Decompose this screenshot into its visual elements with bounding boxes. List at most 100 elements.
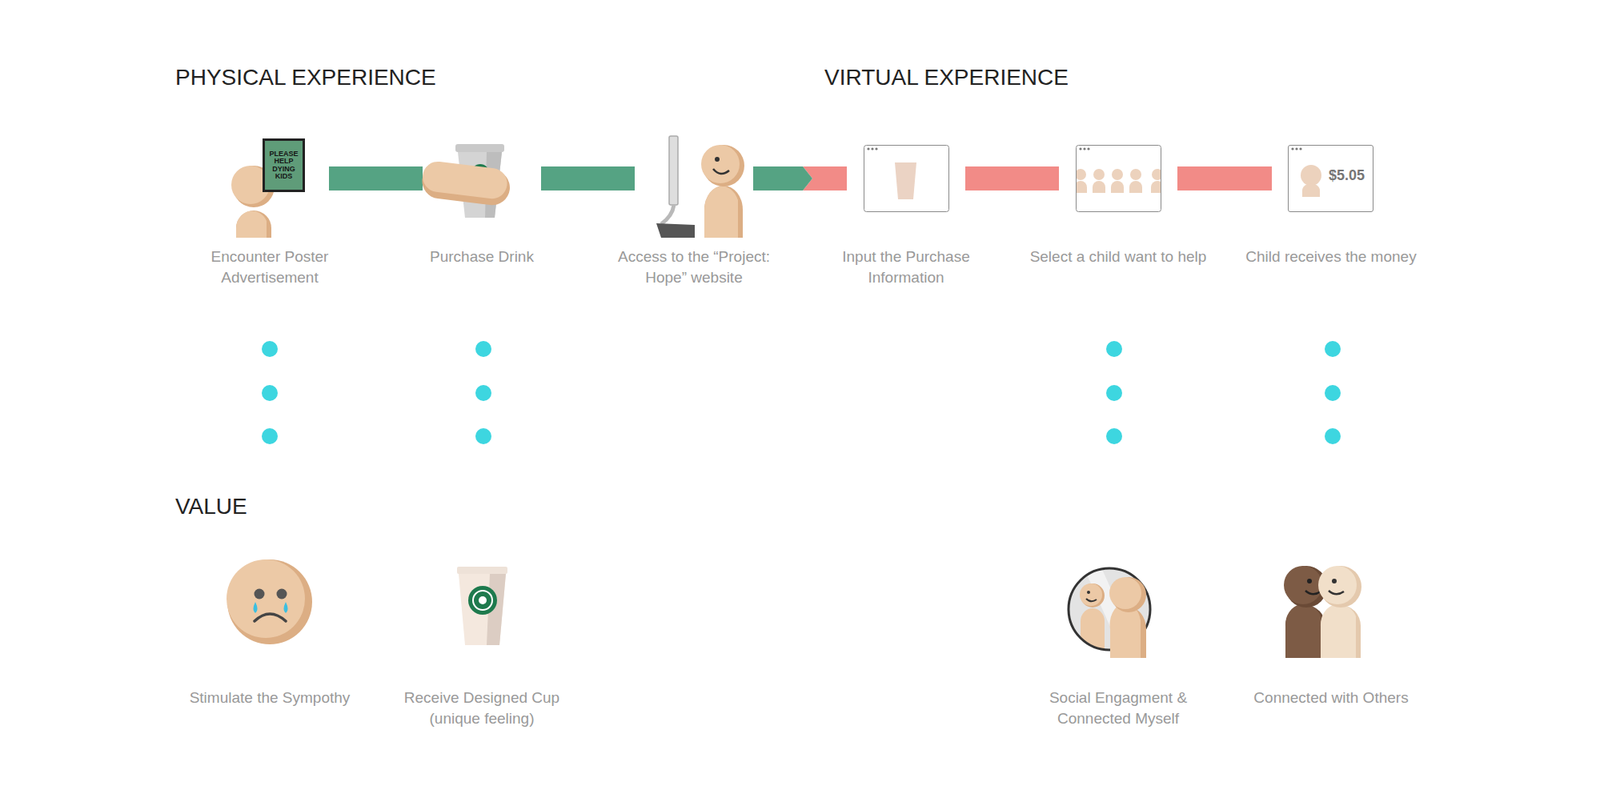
mirror-icon — [1080, 608, 1105, 650]
section-heading: VIRTUAL EXPERIENCE — [824, 62, 1069, 93]
browser-window — [1074, 145, 1164, 213]
journey-bands — [541, 166, 635, 191]
mirror-icon — [1079, 583, 1103, 606]
step-label: Encounter Poster Advertisement — [193, 246, 346, 288]
mirror-icon — [1109, 577, 1142, 610]
computer-icon — [656, 223, 695, 238]
section-heading: VALUE — [175, 491, 248, 522]
browser-window-content — [1302, 183, 1320, 197]
browser-window — [874, 147, 878, 150]
browser-window — [1076, 180, 1087, 193]
computer-icon — [656, 136, 695, 238]
browser-window — [864, 145, 950, 213]
person-figure — [713, 168, 730, 174]
browser-window — [894, 162, 917, 200]
journey-bands — [965, 166, 1059, 191]
two-people — [1318, 565, 1357, 605]
cup-icon — [455, 144, 505, 153]
browser-window: $5.05 — [1287, 144, 1374, 213]
browser-window-content — [1291, 147, 1322, 197]
sad-face — [284, 601, 289, 614]
designed-cup — [468, 585, 498, 615]
person-figure — [714, 156, 720, 162]
designed-cup — [457, 566, 508, 574]
browser-window — [1151, 168, 1161, 181]
node-text: $5.05 — [1328, 167, 1365, 185]
browser-window — [866, 147, 870, 150]
browser-window — [1111, 168, 1123, 181]
designed-cup — [473, 590, 493, 610]
dot-column — [475, 428, 492, 445]
journey-bands — [753, 166, 813, 191]
dot-column — [261, 340, 1341, 445]
browser-window — [1076, 145, 1162, 213]
browser-window — [1078, 147, 1082, 150]
browser-window — [1130, 168, 1142, 181]
dot-column — [1324, 340, 1341, 357]
node-text: PLEASE HELP DYING KIDS — [264, 150, 303, 181]
step-label: Child receives the money — [1227, 246, 1435, 268]
arm-icon — [421, 160, 510, 201]
person-figure — [236, 210, 272, 238]
browser-window — [1092, 180, 1106, 193]
sad-face — [253, 601, 258, 614]
poster-sign: PLEASE HELP DYING KIDS — [262, 138, 305, 193]
sad-face — [226, 559, 313, 645]
dot-column — [1106, 340, 1123, 357]
two-people — [1285, 604, 1321, 658]
browser-window — [1129, 180, 1143, 193]
value-label: Stimulate the Sympothy — [173, 687, 366, 709]
mirror-icon — [1068, 560, 1151, 665]
sad-face — [254, 589, 265, 600]
journey-bands — [328, 166, 423, 191]
step-label: Purchase Drink — [401, 246, 562, 268]
person-figure — [701, 144, 740, 184]
person-figure — [701, 144, 745, 238]
browser-window-content — [1300, 164, 1322, 186]
dot-column — [475, 384, 492, 402]
dot-column — [261, 428, 278, 445]
step-label: Access to the “Project: Hope” website — [609, 246, 778, 288]
computer-icon — [661, 204, 674, 225]
person-figure — [704, 185, 738, 238]
browser-window — [1086, 147, 1090, 150]
browser-window-content — [1299, 147, 1302, 150]
dot-column — [475, 340, 492, 357]
step-label: Input the Purchase Information — [830, 246, 983, 288]
arm-icon — [420, 160, 513, 208]
mirror-icon — [1086, 598, 1097, 602]
browser-window — [1076, 168, 1087, 181]
section-heading: PHYSICAL EXPERIENCE — [175, 62, 437, 93]
mirror-icon — [1080, 583, 1105, 608]
browser-window — [1093, 168, 1105, 181]
journey-bands — [1177, 166, 1272, 191]
dot-column — [1324, 384, 1341, 402]
dot-column — [1106, 428, 1123, 445]
person-figure — [236, 211, 267, 238]
dot-column — [1106, 384, 1123, 402]
sad-face — [254, 613, 286, 622]
mirror-icon — [1086, 590, 1091, 594]
two-people — [1328, 590, 1344, 594]
browser-window — [870, 147, 874, 150]
two-people — [1307, 578, 1312, 584]
step-label: Select a child want to help — [1014, 246, 1222, 268]
designed-cup — [478, 596, 487, 605]
browser-window — [1082, 147, 1086, 150]
value-label: Connected with Others — [1235, 687, 1428, 709]
sad-face — [276, 589, 288, 600]
two-people — [1283, 565, 1323, 605]
browser-window — [1076, 168, 1161, 193]
dot-column — [261, 340, 278, 357]
two-people — [1283, 565, 1362, 658]
browser-window — [1150, 180, 1161, 193]
two-people — [1331, 578, 1337, 584]
value-label: Receive Designed Cup (unique feeling) — [393, 687, 570, 729]
browser-window — [864, 145, 950, 213]
sad-face — [226, 559, 305, 638]
two-people — [1320, 604, 1356, 658]
browser-window-content — [1295, 147, 1298, 150]
